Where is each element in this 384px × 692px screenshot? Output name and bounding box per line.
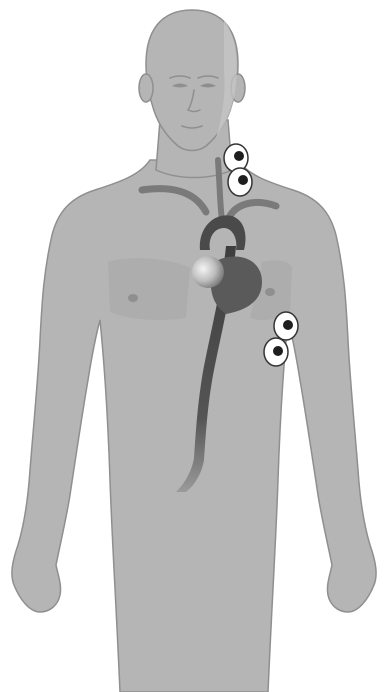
electrode-neck-lower [228,168,252,196]
carotid-artery [218,160,222,220]
left-nipple [128,294,138,302]
electrode-neck-upper [224,144,248,172]
left-pectoral-shade [108,258,190,320]
torso [12,160,376,692]
electrode-side-lower [264,338,288,366]
electrode-dot [234,151,244,161]
body-silhouette [12,10,376,692]
electrode-side-upper [274,312,298,340]
electrode-dot [238,175,248,185]
electrode-dot [273,346,283,356]
left-ear [139,74,153,102]
right-nipple [265,288,275,296]
electrode-dot [283,320,293,330]
heart-chamber-ball [192,256,224,288]
